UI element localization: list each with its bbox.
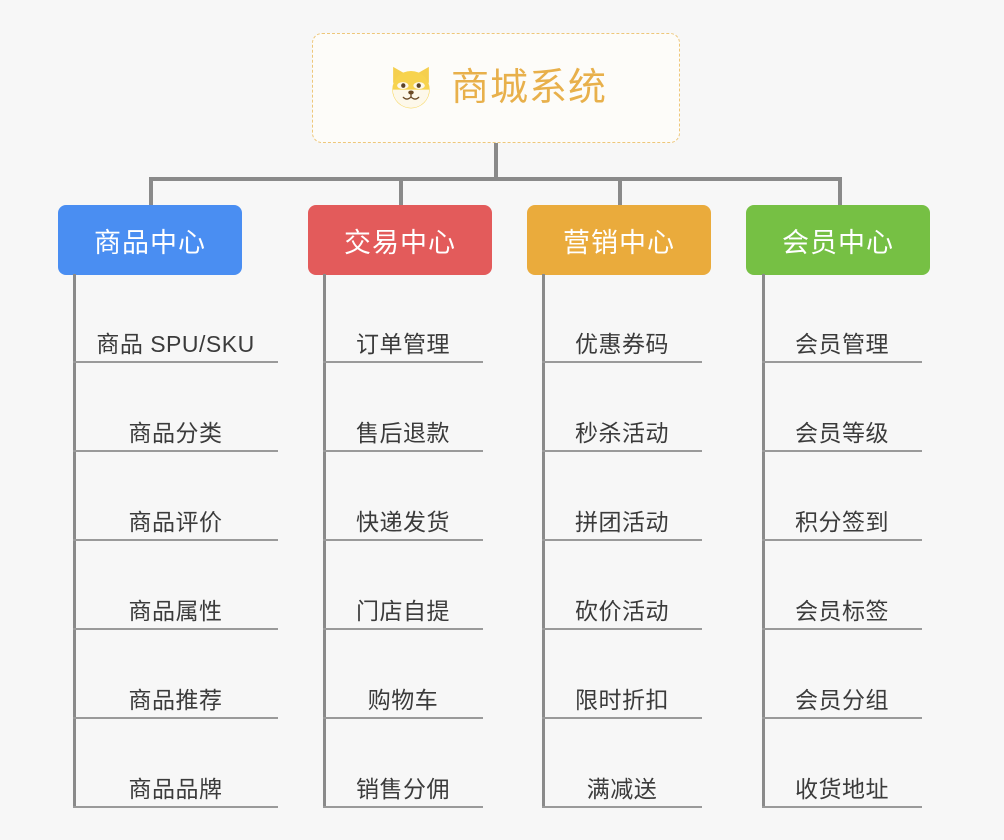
- leaf-spine-trade-center: [323, 274, 326, 808]
- leaf-label: 秒杀活动: [575, 419, 669, 446]
- leaf-item[interactable]: 销售分佣: [323, 719, 483, 808]
- leaf-label: 收货地址: [795, 775, 889, 802]
- leaf-column-trade-center: 订单管理 售后退款 快递发货 门店自提 购物车 销售分佣: [323, 274, 483, 808]
- leaf-item[interactable]: 商品 SPU/SKU: [73, 274, 278, 363]
- leaf-label: 拼团活动: [575, 508, 669, 535]
- leaf-label: 商品推荐: [128, 686, 223, 713]
- leaf-item[interactable]: 门店自提: [323, 541, 483, 630]
- shiba-dog-face-icon: [385, 62, 437, 114]
- leaf-label: 限时折扣: [575, 686, 669, 713]
- leaf-item[interactable]: 会员分组: [762, 630, 922, 719]
- leaf-item[interactable]: 会员标签: [762, 541, 922, 630]
- leaf-label: 会员标签: [795, 597, 889, 624]
- leaf-label: 商品属性: [128, 597, 223, 624]
- leaf-label: 满减送: [586, 775, 658, 802]
- connector-root-stem: [494, 143, 498, 179]
- leaf-label: 订单管理: [356, 330, 450, 357]
- category-box-member-center[interactable]: 会员中心: [746, 205, 930, 275]
- leaf-label: 购物车: [367, 686, 439, 713]
- leaf-item[interactable]: 商品评价: [73, 452, 278, 541]
- leaf-item[interactable]: 秒杀活动: [542, 363, 702, 452]
- leaf-spine-product-center: [73, 274, 76, 808]
- leaf-label: 售后退款: [356, 419, 450, 446]
- leaf-column-member-center: 会员管理 会员等级 积分签到 会员标签 会员分组 收货地址: [762, 274, 922, 808]
- leaf-label: 商品评价: [128, 508, 223, 535]
- category-label-marketing-center: 营销中心: [563, 227, 675, 258]
- leaf-item[interactable]: 商品分类: [73, 363, 278, 452]
- leaf-label: 门店自提: [356, 597, 450, 624]
- leaf-label: 商品分类: [128, 419, 223, 446]
- leaf-item[interactable]: 会员等级: [762, 363, 922, 452]
- leaf-item[interactable]: 订单管理: [323, 274, 483, 363]
- leaf-label: 积分签到: [795, 508, 889, 535]
- leaf-item[interactable]: 满减送: [542, 719, 702, 808]
- leaf-item[interactable]: 商品属性: [73, 541, 278, 630]
- leaf-label: 优惠券码: [575, 330, 669, 357]
- root-title: 商城系统: [450, 67, 607, 109]
- connector-drop-marketing-center: [618, 177, 622, 205]
- leaf-item[interactable]: 收货地址: [762, 719, 922, 808]
- leaf-column-marketing-center: 优惠券码 秒杀活动 拼团活动 砍价活动 限时折扣 满减送: [542, 274, 702, 808]
- category-box-marketing-center[interactable]: 营销中心: [527, 205, 711, 275]
- leaf-item[interactable]: 积分签到: [762, 452, 922, 541]
- leaf-label: 会员分组: [795, 686, 889, 713]
- connector-horizontal-bus: [149, 177, 841, 181]
- connector-drop-trade-center: [399, 177, 403, 205]
- leaf-item[interactable]: 砍价活动: [542, 541, 702, 630]
- leaf-label: 商品品牌: [128, 775, 223, 802]
- category-label-member-center: 会员中心: [782, 227, 894, 258]
- leaf-label: 销售分佣: [356, 775, 450, 802]
- leaf-item[interactable]: 优惠券码: [542, 274, 702, 363]
- leaf-item[interactable]: 拼团活动: [542, 452, 702, 541]
- leaf-item[interactable]: 售后退款: [323, 363, 483, 452]
- leaf-label: 会员等级: [795, 419, 889, 446]
- category-box-product-center[interactable]: 商品中心: [58, 205, 242, 275]
- category-label-trade-center: 交易中心: [344, 227, 456, 258]
- leaf-column-product-center: 商品 SPU/SKU 商品分类 商品评价 商品属性 商品推荐 商品品牌: [73, 274, 278, 808]
- leaf-item[interactable]: 快递发货: [323, 452, 483, 541]
- connector-drop-member-center: [838, 177, 842, 205]
- leaf-item[interactable]: 商品推荐: [73, 630, 278, 719]
- leaf-spine-marketing-center: [542, 274, 545, 808]
- leaf-item[interactable]: 限时折扣: [542, 630, 702, 719]
- leaf-label: 快递发货: [356, 508, 450, 535]
- root-node[interactable]: 商城系统: [312, 33, 680, 143]
- leaf-item[interactable]: 购物车: [323, 630, 483, 719]
- category-label-product-center: 商品中心: [94, 227, 206, 258]
- leaf-spine-member-center: [762, 274, 765, 808]
- leaf-label: 砍价活动: [575, 597, 669, 624]
- leaf-item[interactable]: 会员管理: [762, 274, 922, 363]
- leaf-item[interactable]: 商品品牌: [73, 719, 278, 808]
- connector-drop-product-center: [149, 177, 153, 205]
- leaf-label: 会员管理: [795, 330, 889, 357]
- leaf-label: 商品 SPU/SKU: [96, 330, 255, 357]
- category-box-trade-center[interactable]: 交易中心: [308, 205, 492, 275]
